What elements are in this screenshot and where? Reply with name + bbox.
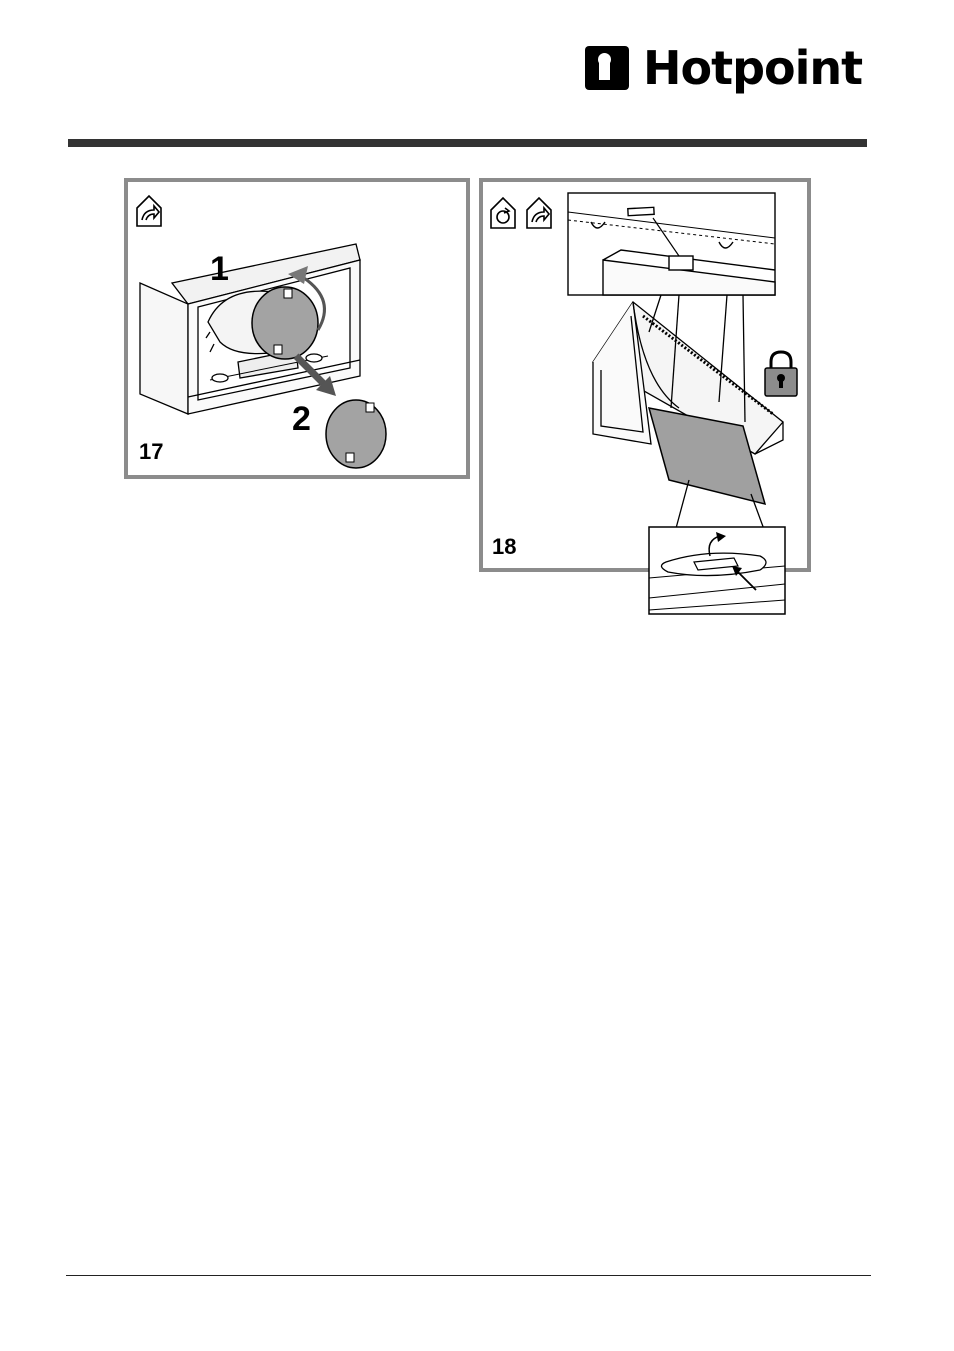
figure-18-illustration	[483, 182, 815, 576]
step-2-label: 2	[292, 400, 311, 439]
padlock-icon	[765, 352, 797, 396]
figure-18-number: 18	[492, 534, 516, 560]
hotpoint-logo-icon	[585, 46, 629, 90]
step-1-label: 1	[210, 250, 229, 289]
brand-name: Hotpoint	[643, 45, 862, 91]
header-divider	[68, 139, 867, 147]
figure-17: 1 2 17	[124, 178, 470, 479]
figure-18: 18	[479, 178, 811, 572]
extraction-mode-icon	[137, 196, 161, 226]
footer-divider	[66, 1275, 871, 1276]
brand-logo: Hotpoint	[585, 38, 862, 98]
detail-inset-latch	[648, 526, 788, 616]
recirculation-mode-icon	[491, 198, 515, 228]
carbon-filter-installed	[252, 287, 318, 359]
carbon-filter-removed	[326, 400, 386, 468]
figure-17-number: 17	[139, 439, 163, 465]
extraction-mode-icon	[527, 198, 551, 228]
detail-inset-clip	[568, 193, 775, 295]
